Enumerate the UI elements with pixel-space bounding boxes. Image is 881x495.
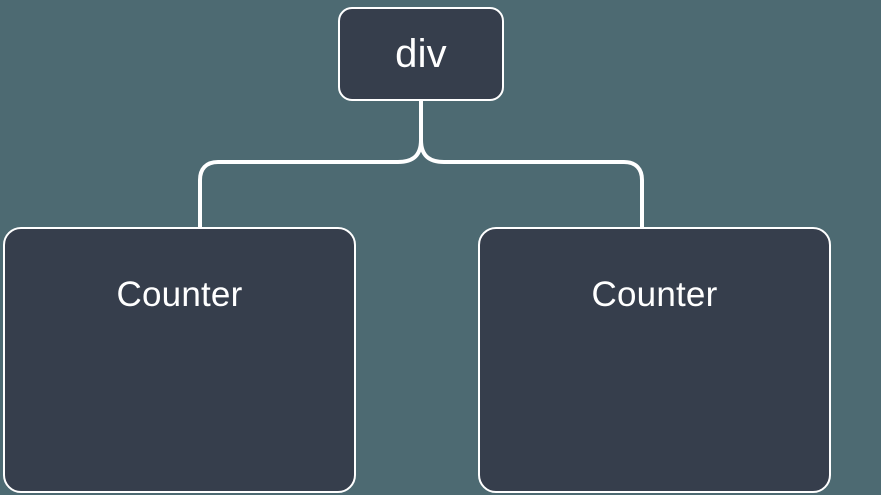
node-counter-right-title: Counter [591, 275, 718, 314]
node-counter-right[interactable]: Counter count 1 [478, 227, 831, 493]
connector-split-left [198, 138, 423, 229]
connector-split-right [419, 138, 644, 229]
node-counter-left-title: Counter [116, 275, 243, 314]
node-div-label: div [395, 32, 447, 76]
node-div[interactable]: div [338, 7, 504, 101]
node-counter-left[interactable]: Counter count 0 [3, 227, 356, 493]
